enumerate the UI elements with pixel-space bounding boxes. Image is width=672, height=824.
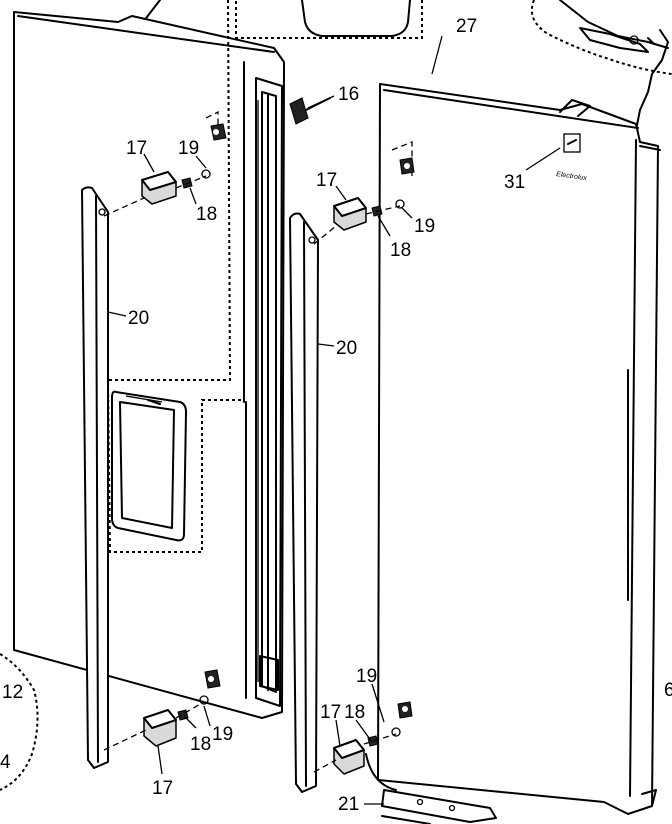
callout-18-right-bottom: 18 bbox=[344, 702, 365, 723]
part-16-clip bbox=[289, 97, 331, 125]
left-freezer-door bbox=[13, 0, 285, 719]
logo-text: Electrolux bbox=[556, 171, 588, 182]
callout-labels: 16 17 19 18 20 17 18 19 20 27 31 18 19 1… bbox=[0, 16, 672, 815]
callout-6: 6 bbox=[664, 680, 672, 701]
right-bottom-hinge bbox=[397, 701, 413, 719]
callout-17-right-bottom: 17 bbox=[320, 702, 341, 723]
left-top-hinge bbox=[210, 123, 227, 141]
right-handle-part-20 bbox=[289, 212, 319, 793]
right-bottom-handle-mount bbox=[313, 727, 401, 775]
right-top-handle-mount bbox=[313, 197, 405, 245]
callout-31: 31 bbox=[504, 172, 525, 193]
right-top-hinge bbox=[399, 157, 415, 175]
callout-19-right-bottom: 19 bbox=[356, 666, 377, 687]
left-bottom-hinge bbox=[204, 669, 221, 689]
left-handle-part-20 bbox=[81, 186, 109, 769]
callout-4: 4 bbox=[0, 752, 11, 773]
top-partial-details bbox=[139, 0, 672, 131]
callout-17-left-top: 17 bbox=[126, 138, 147, 159]
callout-18-left-top: 18 bbox=[196, 204, 217, 225]
left-top-handle-mount bbox=[103, 169, 211, 217]
adjacent-part-outline bbox=[0, 653, 39, 791]
callout-27: 27 bbox=[456, 16, 477, 37]
callout-19-right-top: 19 bbox=[414, 216, 435, 237]
callout-18-right-top: 18 bbox=[390, 240, 411, 261]
callout-18-left-bottom: 18 bbox=[190, 734, 211, 755]
callout-17-left-bottom: 17 bbox=[152, 778, 173, 799]
callout-17-right-top: 17 bbox=[316, 170, 337, 191]
electrolux-badge: Electrolux bbox=[556, 133, 588, 182]
leader-lines bbox=[107, 35, 561, 805]
right-fresh-food-door: Electrolux bbox=[377, 83, 661, 815]
callout-20-left: 20 bbox=[128, 308, 149, 329]
callout-12: 12 bbox=[2, 682, 23, 703]
callout-21: 21 bbox=[338, 794, 359, 815]
callout-16: 16 bbox=[338, 84, 359, 105]
callout-19-left-bottom: 19 bbox=[212, 724, 233, 745]
callout-19-left-top: 19 bbox=[178, 138, 199, 159]
left-bottom-handle-mount bbox=[103, 695, 209, 751]
callout-20-right: 20 bbox=[336, 338, 357, 359]
bottom-hinge-part-21 bbox=[365, 753, 497, 824]
